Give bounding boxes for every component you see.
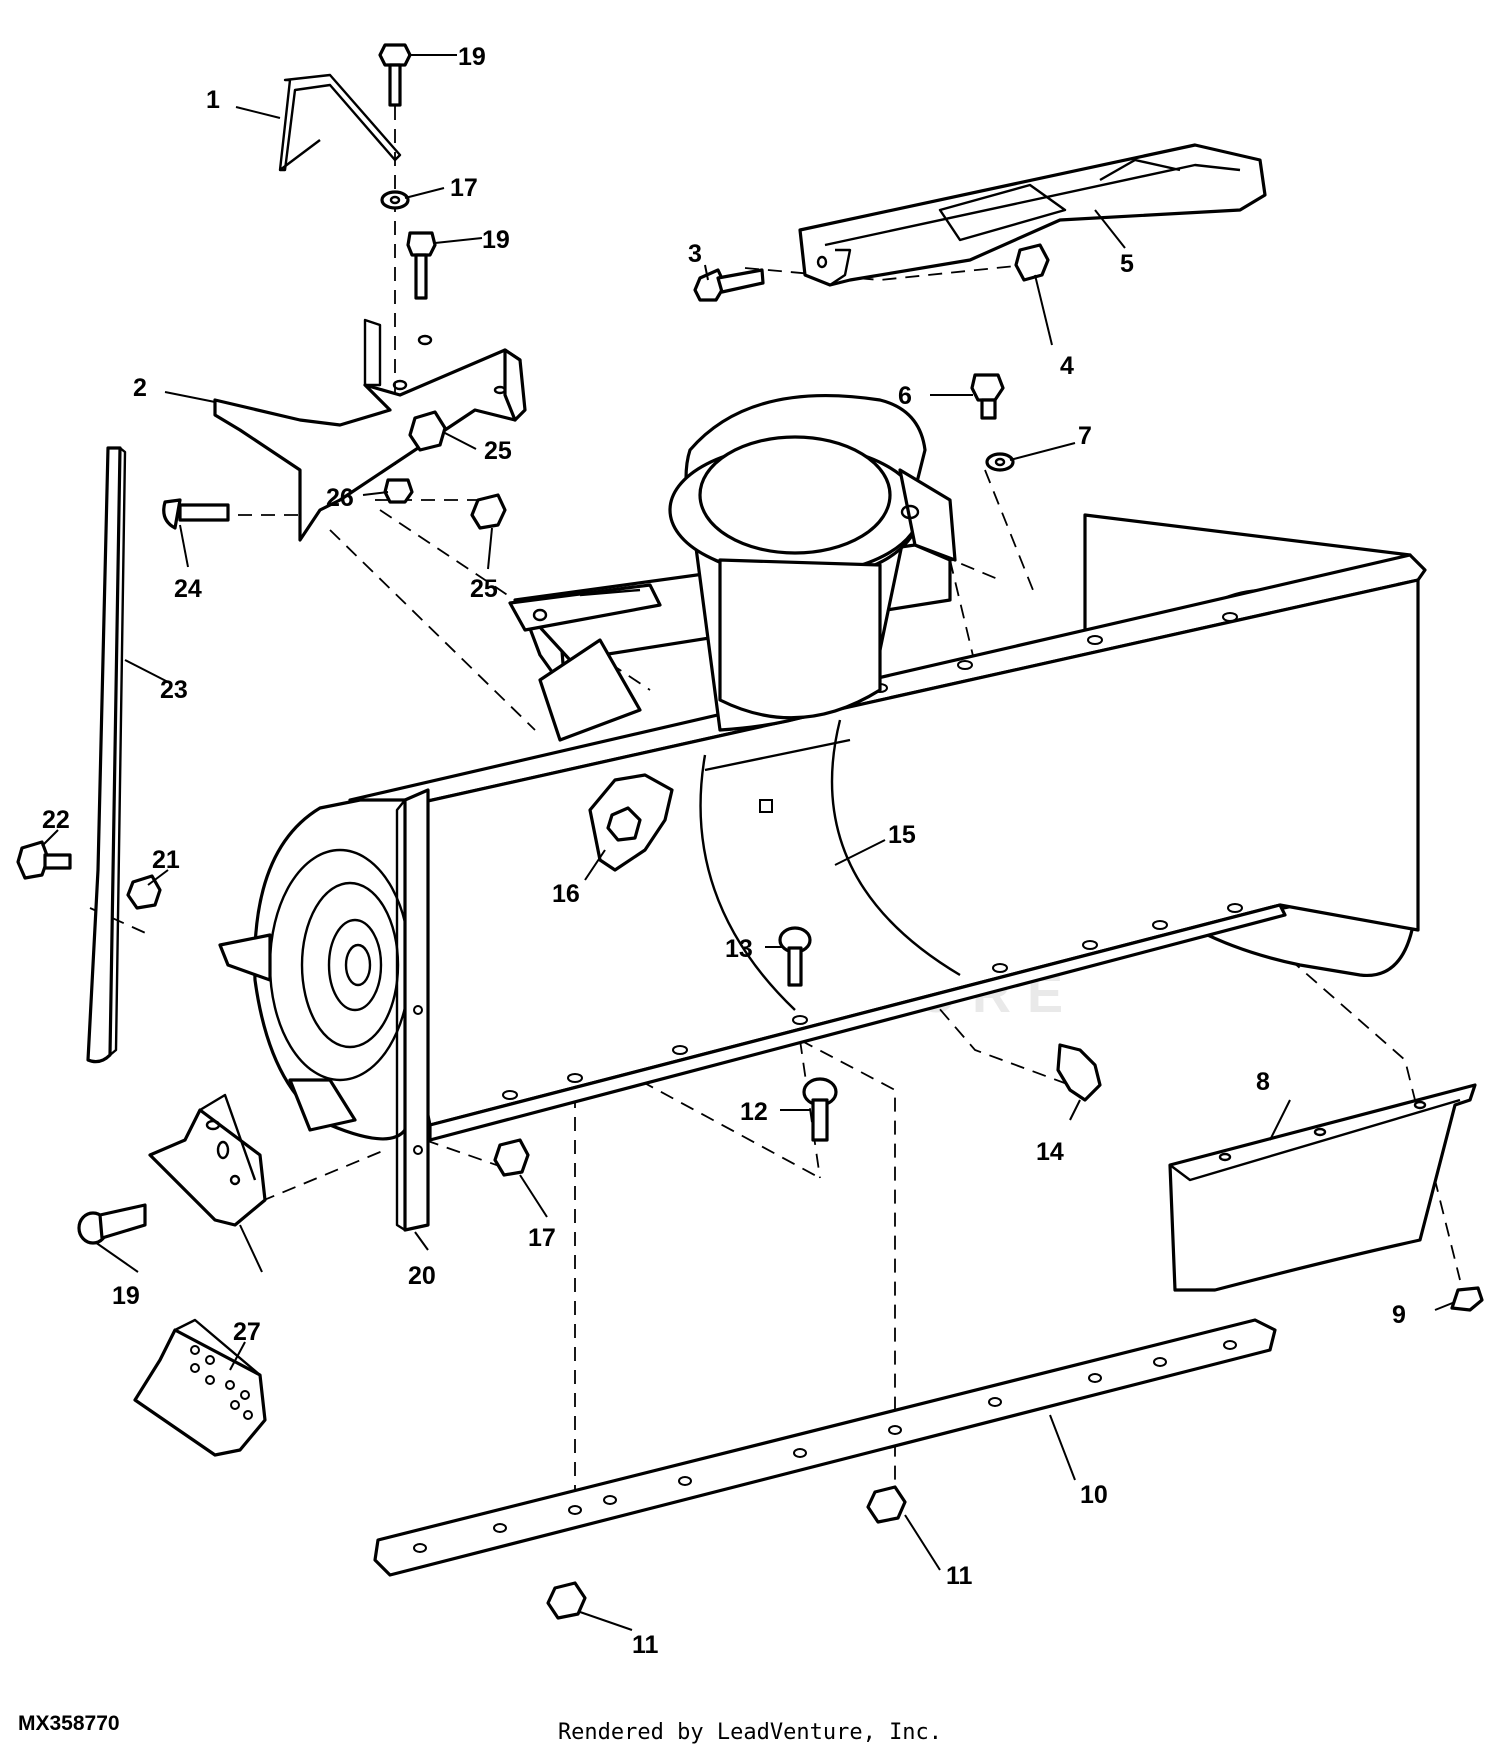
skid-shoe-alt <box>133 1318 267 1457</box>
callout-17-bottom: 17 <box>528 1224 556 1252</box>
callout-2: 2 <box>133 374 147 402</box>
wear-strip <box>86 446 127 1064</box>
callout-25-top: 25 <box>484 437 512 465</box>
callout-21: 21 <box>152 846 180 874</box>
callout-1: 1 <box>206 86 220 114</box>
diagram-code: MX358770 <box>18 1712 120 1735</box>
callouts: 1 2 3 4 5 6 7 8 9 10 11 11 12 13 14 15 1… <box>42 43 1406 1659</box>
leader-lines <box>41 54 1456 1631</box>
callout-6: 6 <box>898 382 912 410</box>
callout-5: 5 <box>1120 250 1134 278</box>
render-credit: Rendered by LeadVenture, Inc. <box>557 1720 943 1745</box>
callout-24: 24 <box>174 575 202 603</box>
callout-26: 26 <box>326 484 354 512</box>
deflector-top <box>798 143 1267 287</box>
callout-19-mid: 19 <box>482 226 510 254</box>
side-plate <box>395 788 430 1232</box>
callout-11-right: 11 <box>946 1562 973 1590</box>
skid-shoe <box>148 1093 267 1227</box>
callout-20: 20 <box>408 1262 436 1290</box>
callout-8: 8 <box>1256 1068 1270 1096</box>
callout-12: 12 <box>740 1098 768 1126</box>
callout-9: 9 <box>1392 1301 1406 1329</box>
chute-bracket <box>213 318 527 542</box>
callout-13: 13 <box>725 935 753 963</box>
scraper-bar <box>373 1318 1277 1577</box>
hardware <box>16 43 1484 1620</box>
chute-base <box>508 394 957 732</box>
callout-19-bottom: 19 <box>112 1282 140 1310</box>
callout-23: 23 <box>160 676 188 704</box>
deflector-plate <box>1168 1083 1477 1292</box>
callout-14: 14 <box>1036 1138 1064 1166</box>
callout-4: 4 <box>1060 352 1074 380</box>
callout-11-left: 11 <box>632 1631 659 1659</box>
callout-27: 27 <box>233 1318 261 1346</box>
chute-handle <box>278 73 402 172</box>
callout-16: 16 <box>552 880 580 908</box>
callout-19-top: 19 <box>458 43 486 71</box>
callout-17-top: 17 <box>450 174 478 202</box>
callout-25-bottom: 25 <box>470 575 498 603</box>
callout-10: 10 <box>1080 1481 1108 1509</box>
auger-housing <box>218 513 1427 1142</box>
callout-3: 3 <box>688 240 702 268</box>
callout-7: 7 <box>1078 422 1092 450</box>
callout-22: 22 <box>42 806 70 834</box>
callout-15: 15 <box>888 821 916 849</box>
